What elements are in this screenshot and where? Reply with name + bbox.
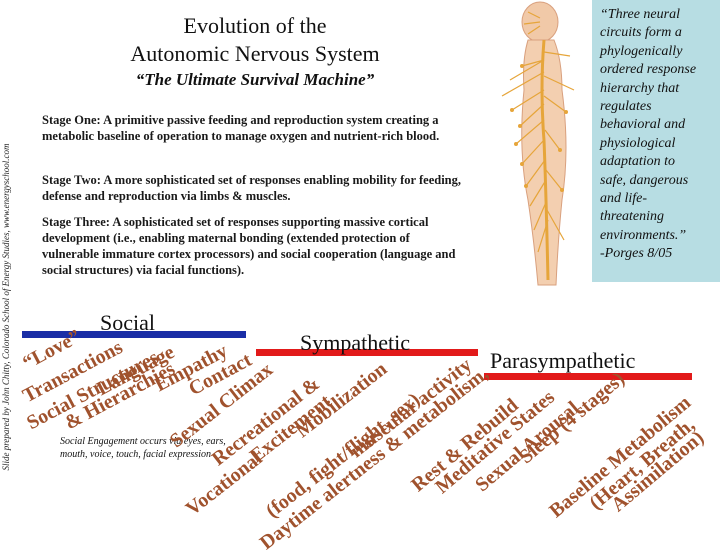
- social-bar: [22, 331, 246, 338]
- quote-line: hierarchy that: [600, 80, 680, 96]
- quote-line: environments.”: [600, 227, 687, 243]
- sympathetic-heading: Sympathetic: [300, 330, 410, 355]
- stage-three-text: Stage Three: A sophisticated set of resp…: [42, 215, 456, 277]
- nervous-system-figure-icon: [501, 1, 575, 286]
- parasympathetic-bar: [484, 373, 692, 380]
- title-line-2: Autonomic Nervous System: [130, 41, 380, 66]
- quote-line: threatening: [600, 209, 665, 225]
- quote-line: safe, dangerous: [600, 172, 689, 188]
- page-title: Evolution of the Autonomic Nervous Syste…: [90, 12, 420, 68]
- quote-line: -Porges 8/05: [600, 246, 673, 262]
- quote-line: behavioral and: [600, 117, 686, 133]
- porges-quote-box: “Three neural circuits form a phylogenic…: [592, 0, 720, 282]
- social-engagement-note: Social Engagement occurs via eyes, ears,…: [60, 436, 226, 460]
- quote-line: “Three neural: [600, 7, 680, 22]
- quote-line: circuits form a: [600, 25, 682, 41]
- social-heading: Social: [100, 310, 155, 335]
- side-credit: Slide prepared by John Chitty, Colorado …: [1, 143, 11, 471]
- title-line-1: Evolution of the: [183, 13, 327, 38]
- stage-one-text: Stage One: A primitive passive feeding a…: [42, 113, 440, 143]
- parasympathetic-heading: Parasympathetic: [490, 348, 636, 373]
- quote-line: regulates: [600, 99, 652, 115]
- quote-line: physiological: [600, 135, 676, 151]
- subtitle: “The Ultimate Survival Machine”: [135, 70, 375, 89]
- quote-line: adaptation to: [600, 154, 676, 170]
- stage-two-text: Stage Two: A more sophisticated set of r…: [42, 173, 461, 203]
- quote-line: phylogenically: [600, 43, 683, 59]
- quote-line: and life-: [600, 191, 648, 207]
- sympathetic-bar: [256, 349, 478, 356]
- quote-line: ordered response: [600, 62, 697, 78]
